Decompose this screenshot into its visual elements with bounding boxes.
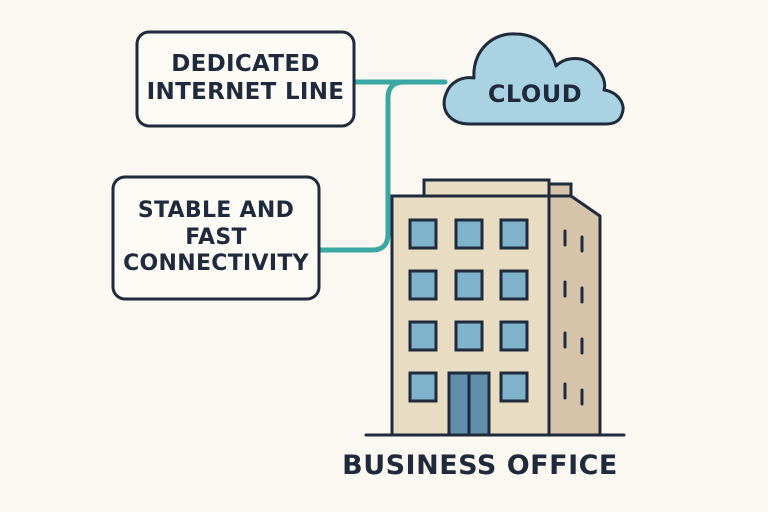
dedicated-label-line-2: INTERNET LINE [146,79,345,105]
stable-label: STABLE AND FAST CONNECTIVITY [113,177,319,299]
dedicated-label: DEDICATED INTERNET LINE [137,32,354,126]
business-office-label: BUSINESS OFFICE [342,450,618,481]
office-building-icon [364,178,626,437]
stable-box [111,175,321,301]
stable-label-line-2: FAST [185,224,247,250]
stable-label-line-1: STABLE AND [137,198,295,224]
dedicated-label-line-1: DEDICATED [171,51,320,78]
connector-line-stable [316,79,407,253]
cloud-label: CLOUD [487,80,583,108]
dedicated-box [135,30,356,128]
cloud-icon [442,32,625,126]
stable-label-line-3: CONNECTIVITY [123,251,309,277]
